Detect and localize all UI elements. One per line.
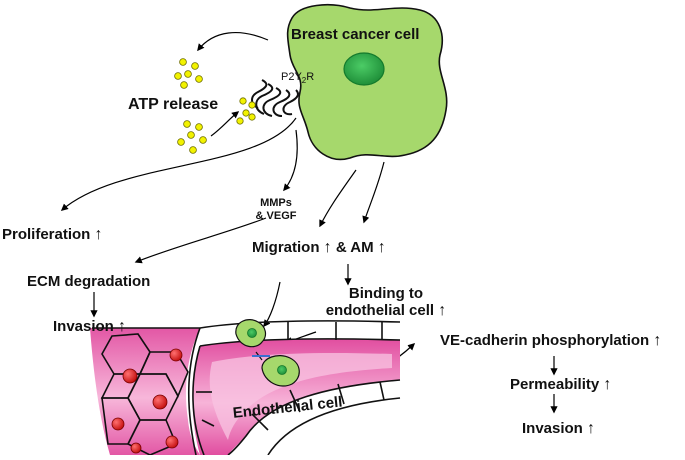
label-ecm-degradation: ECM degradation <box>27 273 151 290</box>
label-ve-cadherin-text: VE-cadherin phosphorylation <box>440 332 650 349</box>
label-invasion-right: Invasion ↑ <box>522 420 595 437</box>
atp-cluster-upper <box>174 58 203 89</box>
label-mmps: MMPs <box>260 197 292 209</box>
up-arrow-icon: ↑ <box>438 302 447 319</box>
label-p2y-sub: 2 <box>301 76 307 86</box>
arrow-to-mmps <box>283 129 298 192</box>
up-arrow-icon: ↑ <box>603 376 612 393</box>
label-binding-line2: endothelial cell ↑ <box>308 302 464 319</box>
adhered-cancer-cells <box>235 319 300 387</box>
blood-vessel <box>90 320 401 456</box>
label-atp-release: ATP release <box>128 96 219 113</box>
label-proliferation-text: Proliferation <box>2 226 91 243</box>
label-invasion-left-text: Invasion <box>53 318 114 335</box>
label-proliferation: Proliferation ↑ <box>2 226 103 243</box>
red-blood-cells <box>111 348 183 454</box>
up-arrow-icon: ↑ <box>118 318 127 335</box>
label-permeability-text: Permeability <box>510 376 600 393</box>
label-binding-endothelial: Binding to endothelial cell ↑ <box>308 285 464 319</box>
label-p2y: P2Y <box>281 71 302 83</box>
label-permeability: Permeability ↑ <box>510 376 611 393</box>
up-arrow-icon: ↑ <box>377 239 386 256</box>
arrow-cell-to-atp <box>197 31 269 52</box>
label-binding-line1: Binding to <box>348 285 424 302</box>
label-mmps-vegf: MMPs & VEGF <box>250 197 302 223</box>
label-p2y2r: P2Y2R <box>281 71 314 87</box>
atp-cluster-lower <box>177 120 207 154</box>
label-invasion-left: Invasion ↑ <box>53 318 126 335</box>
atp-cluster-middle <box>236 97 256 125</box>
arrow-atp-to-receptor <box>210 111 240 137</box>
arrow-to-proliferation <box>60 117 297 211</box>
label-p2y-r: R <box>306 71 315 83</box>
arrow-to-vessel <box>263 281 281 328</box>
label-binding-line2-text: endothelial cell <box>325 302 435 319</box>
arrow-to-migration-2 <box>362 161 385 224</box>
label-invasion-right-text: Invasion <box>522 420 583 437</box>
label-breast-cancer-cell: Breast cancer cell <box>291 26 420 43</box>
up-arrow-icon: ↑ <box>323 239 332 256</box>
label-ve-cadherin: VE-cadherin phosphorylation ↑ <box>440 332 661 349</box>
up-arrow-icon: ↑ <box>94 226 103 243</box>
nucleus <box>343 52 385 86</box>
arrow-to-migration-1 <box>319 169 357 228</box>
up-arrow-icon: ↑ <box>653 332 662 349</box>
label-am: & AM <box>335 239 374 256</box>
label-migration: Migration <box>252 239 320 256</box>
label-migration-am: Migration ↑ & AM ↑ <box>252 239 386 256</box>
label-vegf: & VEGF <box>255 210 297 222</box>
arrow-mmps-to-ecm <box>134 217 267 264</box>
up-arrow-icon: ↑ <box>587 420 596 437</box>
